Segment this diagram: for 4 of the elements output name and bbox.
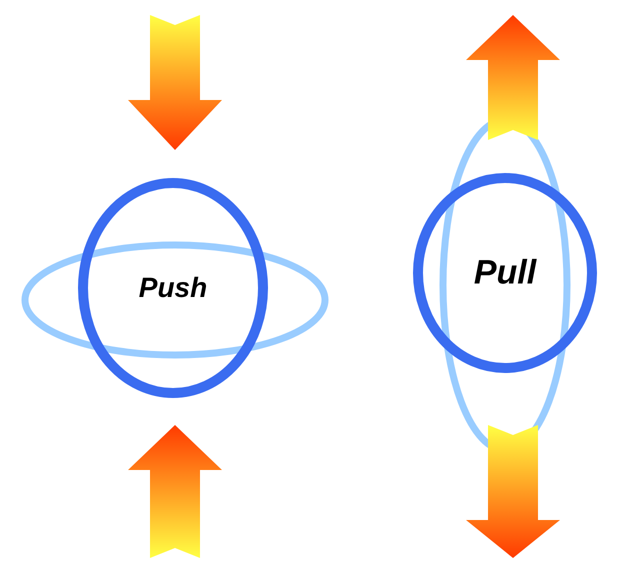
ring-label: Pull [472,254,538,292]
ring-label: Push [138,272,208,304]
ring-outline [78,178,268,398]
ring-outline [413,173,597,373]
